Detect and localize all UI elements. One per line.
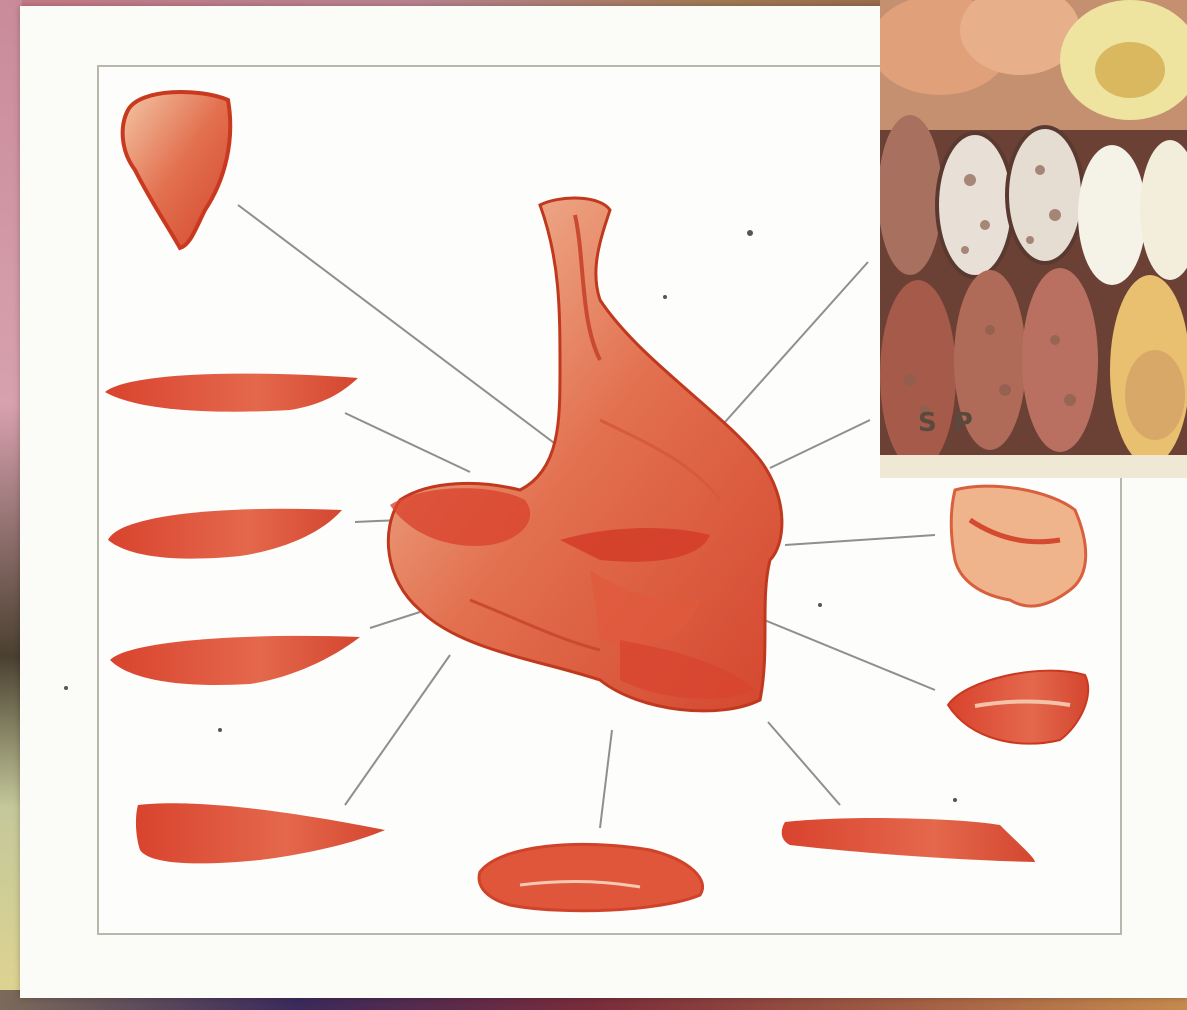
leader-line <box>740 610 935 690</box>
leader-line <box>345 655 450 805</box>
micrograph-image <box>880 0 1187 478</box>
cut-top-left <box>123 92 231 248</box>
cut-bottom-center <box>479 844 702 910</box>
leader-line <box>600 730 612 828</box>
central-leg-illustration <box>388 198 782 711</box>
micrograph-inset: S P <box>880 0 1187 478</box>
leader-line <box>345 413 470 472</box>
micrograph-label: S P <box>918 408 977 438</box>
cut-slice-1 <box>105 374 358 412</box>
cut-slice-right <box>782 818 1035 862</box>
leader-line <box>770 420 870 468</box>
cut-slice-2 <box>108 509 342 559</box>
cut-slice-3 <box>110 636 360 685</box>
cut-right-lower <box>948 671 1088 744</box>
leader-line <box>768 722 840 805</box>
leader-line <box>785 535 935 545</box>
leader-line <box>238 205 590 470</box>
cut-right-upper <box>951 486 1085 606</box>
cut-slice-4 <box>136 803 385 863</box>
leader-line <box>370 612 420 628</box>
